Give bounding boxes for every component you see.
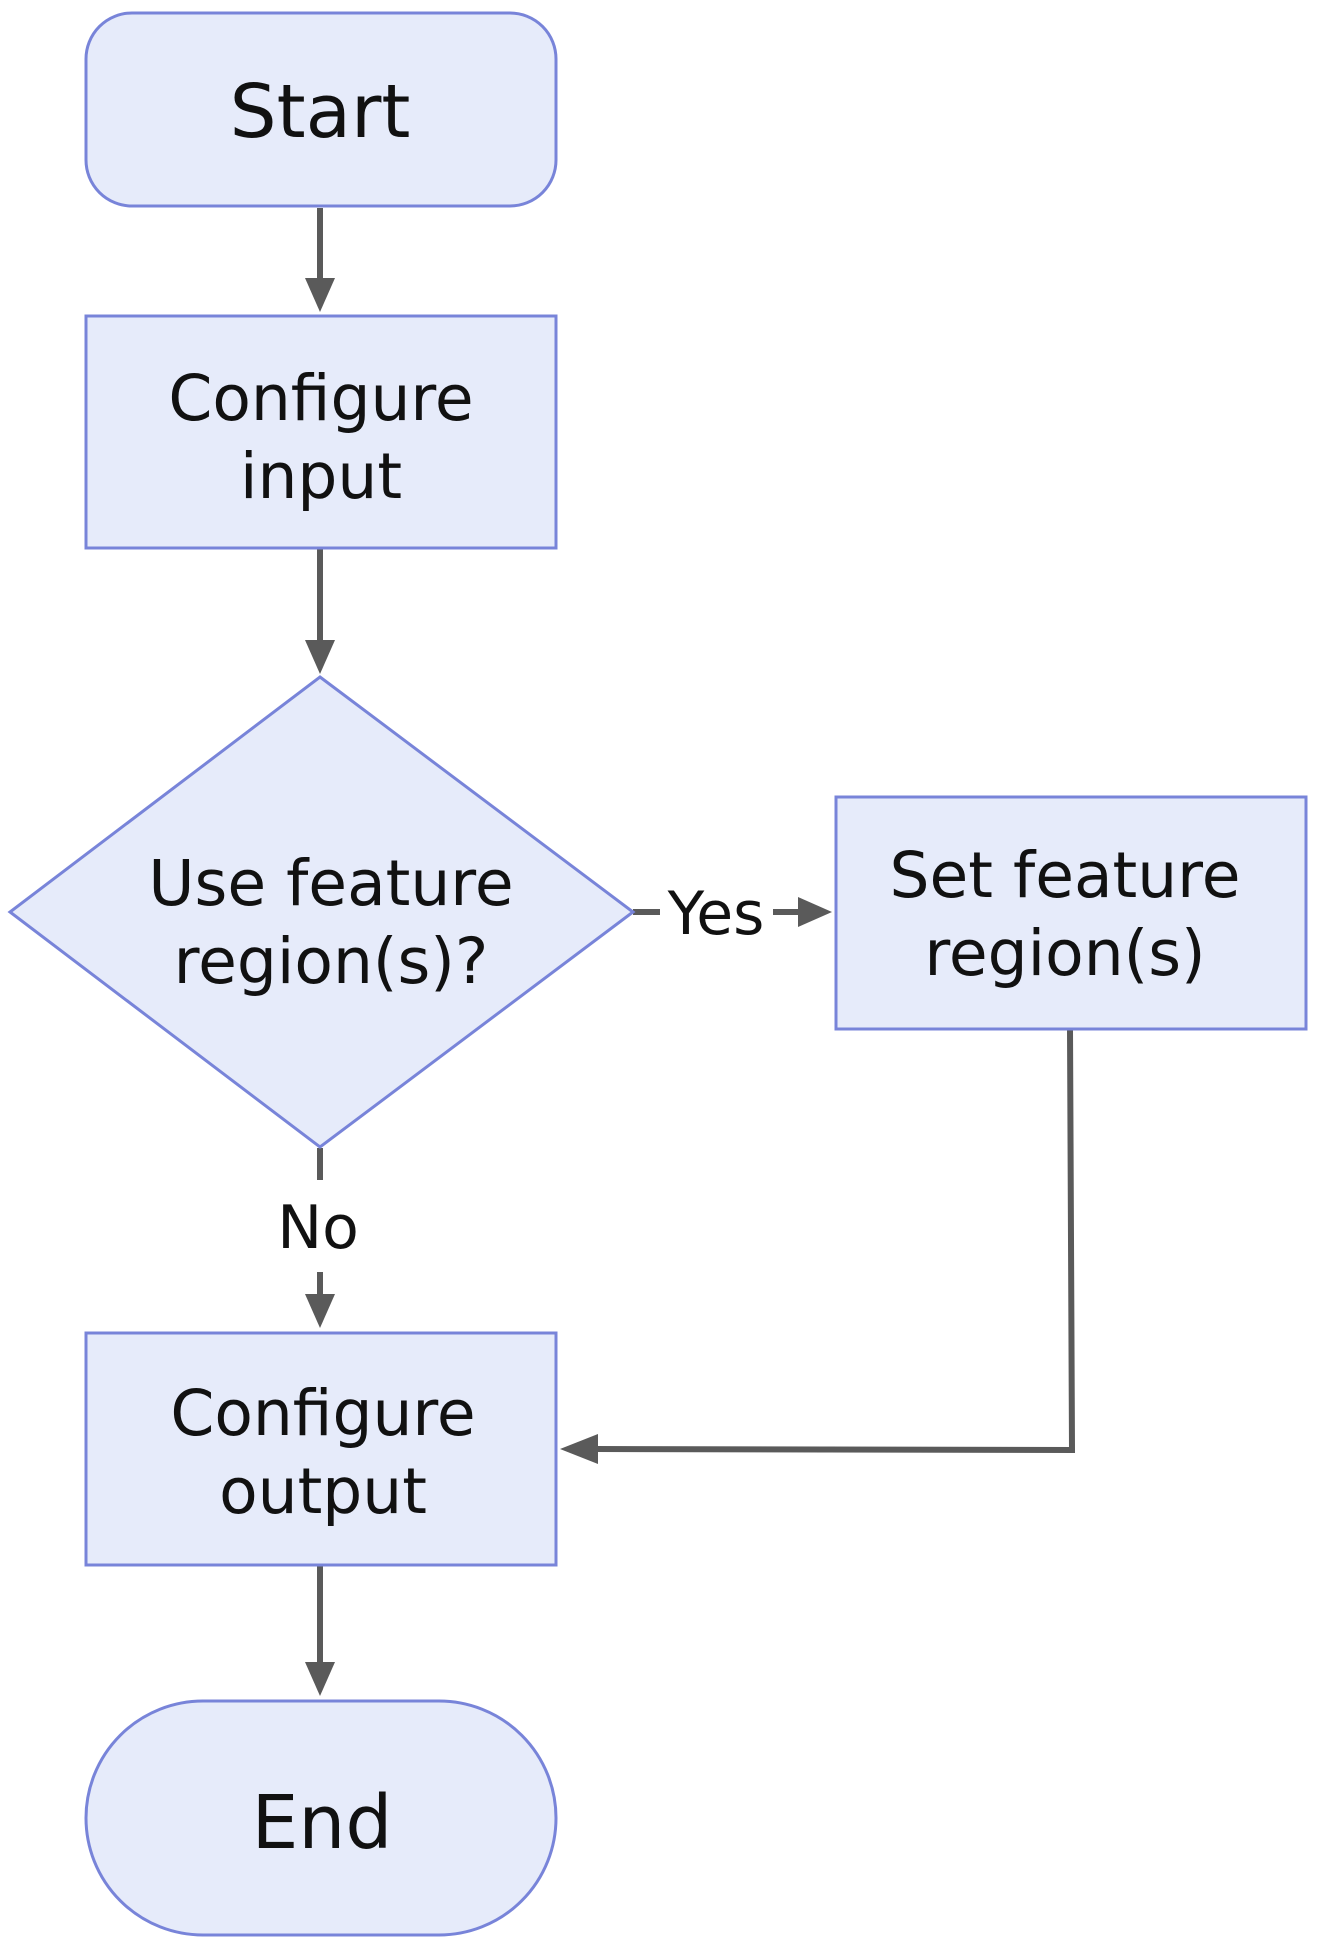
node-configure-output-line-2: output bbox=[219, 1455, 427, 1528]
node-end-label: End bbox=[252, 1780, 393, 1866]
edge-set-regions-to-configure-output bbox=[560, 1028, 1076, 1464]
node-end: End bbox=[84, 1699, 558, 1937]
edge-label-yes: Yes bbox=[667, 879, 765, 949]
node-start: Start bbox=[84, 11, 558, 208]
edge-configure-input-to-decision bbox=[305, 549, 335, 674]
node-configure-input: Configure input bbox=[84, 314, 558, 550]
edge-decision-to-configure-output bbox=[305, 1148, 335, 1328]
node-configure-input-line-2: input bbox=[240, 440, 402, 513]
node-decision-line-1: Use feature bbox=[148, 847, 513, 920]
edge-decision-to-set-regions bbox=[633, 897, 832, 927]
node-decision-line-2: region(s)? bbox=[174, 925, 489, 998]
node-configure-input-line-1: Configure bbox=[168, 362, 473, 435]
edge-start-to-configure-input bbox=[305, 208, 335, 312]
edge-configure-output-to-end bbox=[305, 1565, 335, 1696]
node-set-feature-regions: Set feature region(s) bbox=[834, 795, 1308, 1031]
node-set-feature-regions-line-1: Set feature bbox=[890, 839, 1241, 912]
node-start-label: Start bbox=[230, 69, 411, 155]
edge-label-no: No bbox=[277, 1193, 359, 1263]
node-set-feature-regions-line-2: region(s) bbox=[924, 917, 1205, 990]
node-configure-output: Configure output bbox=[84, 1331, 558, 1567]
node-configure-output-line-1: Configure bbox=[170, 1377, 475, 1450]
node-decision: Use feature region(s)? bbox=[7, 675, 636, 1149]
